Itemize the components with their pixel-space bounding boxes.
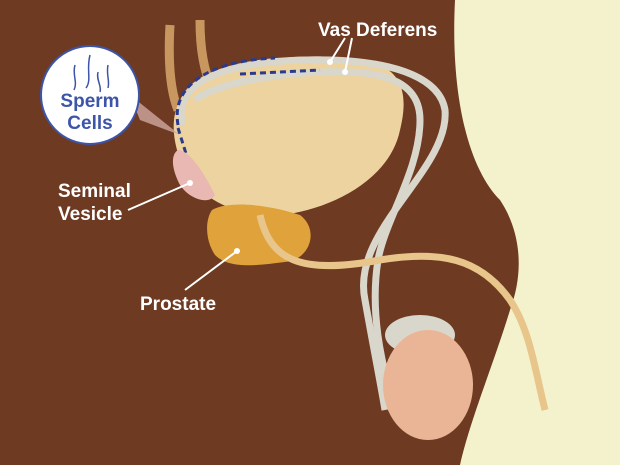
sperm-cells-label-2: Cells [67, 113, 112, 134]
seminal-vesicle-label-1: Seminal [58, 181, 131, 202]
leader-dots [187, 59, 348, 254]
sperm-path [175, 56, 321, 161]
sperm-cells-label-1: Sperm [60, 91, 119, 112]
sperm-cells-magnifier [40, 45, 140, 145]
sperm-cell-icons [73, 54, 110, 93]
testis [383, 330, 473, 440]
seminal-vesicle [172, 150, 215, 201]
vas-deferens [177, 56, 449, 412]
leader-lines [127, 37, 353, 291]
prostate-label: Prostate [140, 294, 216, 315]
urethra [256, 214, 549, 411]
seminal-vesicle-label-2: Vesicle [58, 204, 122, 225]
vas-deferens-label: Vas Deferens [318, 20, 437, 41]
bladder [173, 56, 404, 216]
prostate [207, 204, 311, 266]
magnifier-pointer [130, 95, 180, 135]
